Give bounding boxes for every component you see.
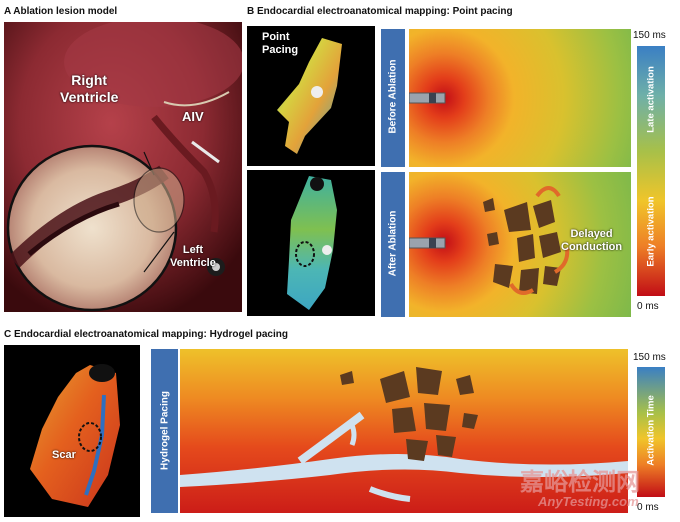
before-activation-map [408, 29, 631, 167]
map-before [247, 26, 375, 166]
map-after [247, 170, 375, 316]
before-electrode [408, 92, 446, 104]
scale-b-bar: Late activation Early activation [637, 46, 665, 296]
watermark-en: AnyTesting.com [538, 494, 639, 509]
hydrogel-map: Scar [4, 345, 140, 517]
before-ablation-band: Before Ablation [381, 29, 405, 167]
panel-b-title: B Endocardial electroanatomical mapping:… [247, 6, 513, 17]
label-left-ventricle: Left Ventricle [170, 244, 216, 269]
map-after-shape [287, 176, 337, 310]
scale-c-bar: Activation Time [637, 367, 665, 497]
ablation-photo-illustration [4, 22, 242, 312]
hydrogel-vessel-illustration [180, 367, 628, 502]
scale-c-top: 150 ms [633, 352, 666, 363]
watermark-cn: 嘉峪检测网 [520, 468, 640, 496]
point-pacing-label: Point Pacing [262, 31, 299, 56]
scale-c-bottom: 0 ms [637, 502, 659, 513]
delayed-conduction-label: Delayed Conduction [561, 228, 623, 253]
before-ablation-label: Before Ablation [387, 59, 399, 134]
hydrogel-pacing-label: Hydrogel Pacing [159, 391, 171, 470]
late-activation-label: Late activation [645, 66, 657, 133]
hydrogel-activation-map [180, 349, 628, 513]
map-before-shape [277, 38, 342, 154]
after-ablation-label: After Ablation [387, 210, 399, 277]
hydrogel-pacing-band: Hydrogel Pacing [151, 349, 178, 513]
scar-label: Scar [52, 449, 76, 461]
hydrogel-map-shape [30, 364, 120, 507]
panel-c-title: C Endocardial electroanatomical mapping:… [4, 329, 288, 340]
label-right-ventricle: Right Ventricle [60, 72, 119, 105]
after-activation-map: Delayed Conduction [408, 172, 631, 317]
after-scar-illustration [408, 186, 570, 295]
after-ablation-band: After Ablation [381, 172, 405, 317]
early-activation-label: Early activation [645, 196, 657, 267]
ablation-photo [4, 22, 242, 312]
activation-time-label: Activation Time [645, 395, 657, 466]
panel-a-title: A Ablation lesion model [4, 6, 118, 17]
label-aiv: AIV [182, 109, 204, 124]
scale-b-bottom: 0 ms [637, 301, 659, 312]
scale-b-top: 150 ms [633, 30, 666, 41]
